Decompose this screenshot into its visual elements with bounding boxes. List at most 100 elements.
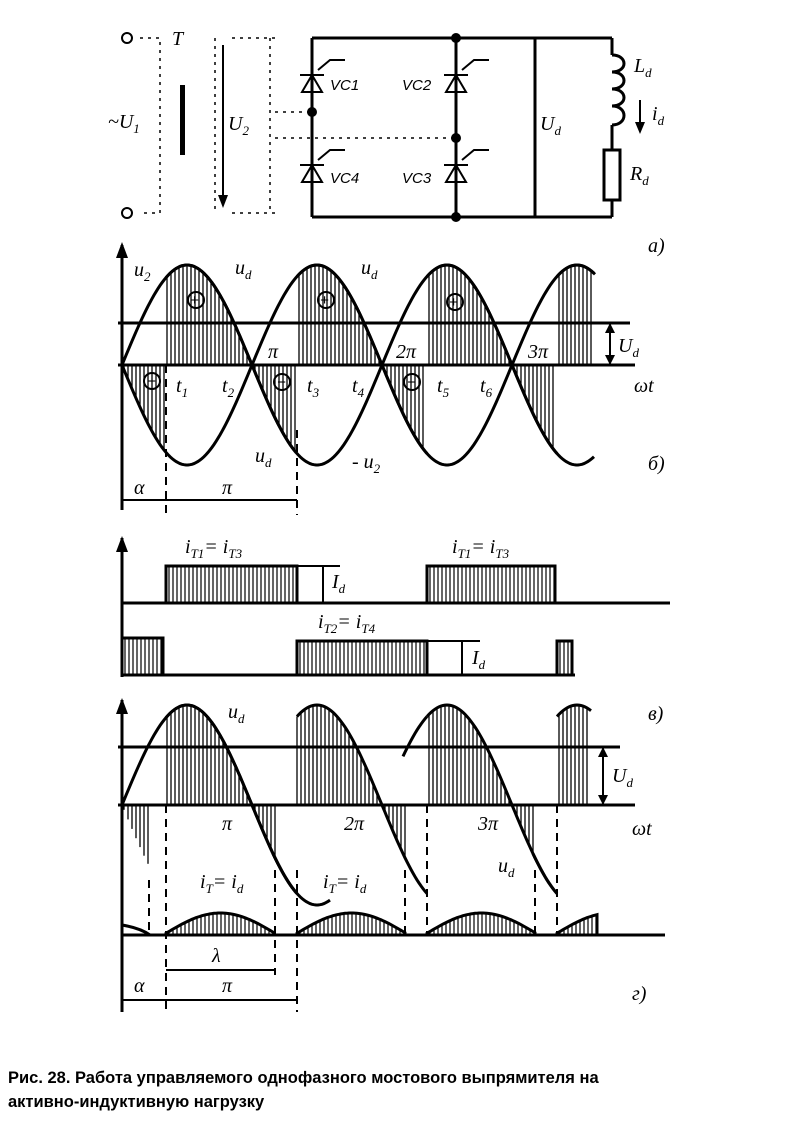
ud-negative-tail xyxy=(531,852,559,895)
minus-marker-icon: − xyxy=(143,372,161,390)
Ud-label: Ud xyxy=(618,335,639,360)
iT13-label: iT1= iT3 xyxy=(452,536,510,561)
ud-label: ud xyxy=(228,701,245,726)
tick-3pi: 3π xyxy=(477,813,499,835)
svg-text:−: − xyxy=(407,374,416,391)
svg-text:−: − xyxy=(277,374,286,391)
circuit-diagram: ~U1 T U2 VC1 VC2 VC4 VC3 xyxy=(108,28,665,222)
plus-marker-icon: + xyxy=(317,291,335,309)
Ud-label: Ud xyxy=(612,765,633,790)
tick-3pi: 3π xyxy=(527,341,549,363)
thyristor-label: VC3 xyxy=(402,170,432,187)
iT13-label: iT1= iT3 xyxy=(185,536,243,561)
time-label: t4 xyxy=(352,375,365,400)
inductor-label: Ld xyxy=(633,55,652,80)
iT-label: iT= id xyxy=(323,871,367,896)
panel-d-waveforms: ud ud Ud π 2π 3π ωt iT= id iT= id λ α π xyxy=(116,698,665,1012)
pi-dimension-label: π xyxy=(222,477,233,499)
resistor-label: Rd xyxy=(629,163,649,188)
bridge-wires xyxy=(310,36,614,219)
wt-label: ωt xyxy=(634,375,654,397)
u2-label: u2 xyxy=(134,259,151,284)
panel-label-a: a) xyxy=(648,235,665,257)
plus-marker-icon: + xyxy=(446,293,464,311)
plus-marker-icon: + xyxy=(187,291,205,309)
transformer-label: T xyxy=(172,28,185,50)
thyristor-label: VC1 xyxy=(330,77,359,94)
resistor-icon xyxy=(602,148,622,202)
ud-envelope xyxy=(555,703,592,718)
node-left xyxy=(307,107,317,117)
thyristor-vc4-icon xyxy=(300,149,345,183)
panel-b-voltages: u2 ud ud ud - u2 π 2π 3π Ud ωt t1 t2 t3 … xyxy=(116,242,654,515)
node-bottom xyxy=(451,212,461,222)
thyristor-vc3-icon xyxy=(444,149,489,183)
svg-text:−: − xyxy=(147,373,156,390)
ud-label: ud xyxy=(498,855,515,880)
time-label: t3 xyxy=(307,375,320,400)
minus-marker-icon: − xyxy=(403,373,421,391)
tick-2pi: 2π xyxy=(344,813,365,835)
ud-envelope xyxy=(295,703,429,895)
input-terminal-top xyxy=(121,32,133,44)
time-label: t2 xyxy=(222,375,235,400)
secondary-label: U2 xyxy=(228,113,249,138)
time-label: t6 xyxy=(480,375,493,400)
voltage-axis-arrow xyxy=(116,242,128,258)
wt-label: ωt xyxy=(632,818,652,840)
iT-label: iT= id xyxy=(200,871,244,896)
secondary-to-bridge-wires xyxy=(275,111,456,139)
minus-marker-icon: − xyxy=(273,373,291,391)
tick-pi: π xyxy=(222,813,233,835)
panel-c-currents: iT1= iT3 iT1= iT3 iT2= iT4 Id Id xyxy=(116,536,670,677)
thyristor-current-humps xyxy=(121,911,599,937)
thyristor-vc2-icon xyxy=(444,59,489,93)
lambda-label: λ xyxy=(211,945,221,967)
ud-label: ud xyxy=(361,257,378,282)
output-voltage-label: Ud xyxy=(540,113,561,138)
current-pulses-lower xyxy=(122,636,574,675)
current-hump xyxy=(295,911,407,935)
node-right xyxy=(451,133,461,143)
svg-text:+: + xyxy=(449,294,458,311)
current-hump xyxy=(425,911,537,935)
current-pulse-hatching xyxy=(124,566,569,675)
transformer-frame xyxy=(140,37,275,214)
current-hump xyxy=(121,923,151,937)
panel-label-c: в) xyxy=(648,703,664,725)
svg-text:+: + xyxy=(320,292,329,309)
alpha-label: α xyxy=(134,477,145,499)
input-terminal-bottom xyxy=(121,207,133,219)
source-label: ~U1 xyxy=(108,111,140,136)
time-label: t5 xyxy=(437,375,450,400)
iT24-label: iT2= iT4 xyxy=(318,611,376,636)
ud-negative-tail xyxy=(401,715,429,758)
voltage-axis-arrow xyxy=(116,698,128,714)
transformer-core xyxy=(180,85,185,155)
tick-pi: π xyxy=(268,341,279,363)
time-label: t1 xyxy=(176,375,188,400)
alpha-label: α xyxy=(134,975,145,997)
ud-hatching xyxy=(123,703,592,895)
pi-dimension-label: π xyxy=(222,975,233,997)
secondary-arrow-head xyxy=(218,195,228,208)
current-arrow-head xyxy=(635,122,645,134)
ud-dimension-heads xyxy=(605,323,615,365)
rectifier-figure: ~U1 T U2 VC1 VC2 VC4 VC3 xyxy=(108,28,670,1012)
thyristor-label: VC4 xyxy=(330,170,359,187)
panel-label-b: б) xyxy=(648,453,665,475)
caption-line: Рис. 28. Работа управляемого однофазного… xyxy=(8,1069,599,1087)
ud-label: ud xyxy=(235,257,252,282)
Id-label: Id xyxy=(331,571,346,596)
inductor-icon xyxy=(611,53,626,127)
panel-label-d: г) xyxy=(632,983,647,1005)
current-axis-arrow xyxy=(116,536,128,552)
current-label: id xyxy=(652,103,665,128)
caption-line: активно-индуктивную нагрузку xyxy=(8,1093,265,1111)
svg-text:+: + xyxy=(190,292,199,309)
minus-u2-label: - u2 xyxy=(352,451,381,476)
current-hump xyxy=(555,912,599,935)
thyristor-label: VC2 xyxy=(402,77,432,94)
ud-label: ud xyxy=(255,445,272,470)
u2-curve xyxy=(120,263,596,467)
